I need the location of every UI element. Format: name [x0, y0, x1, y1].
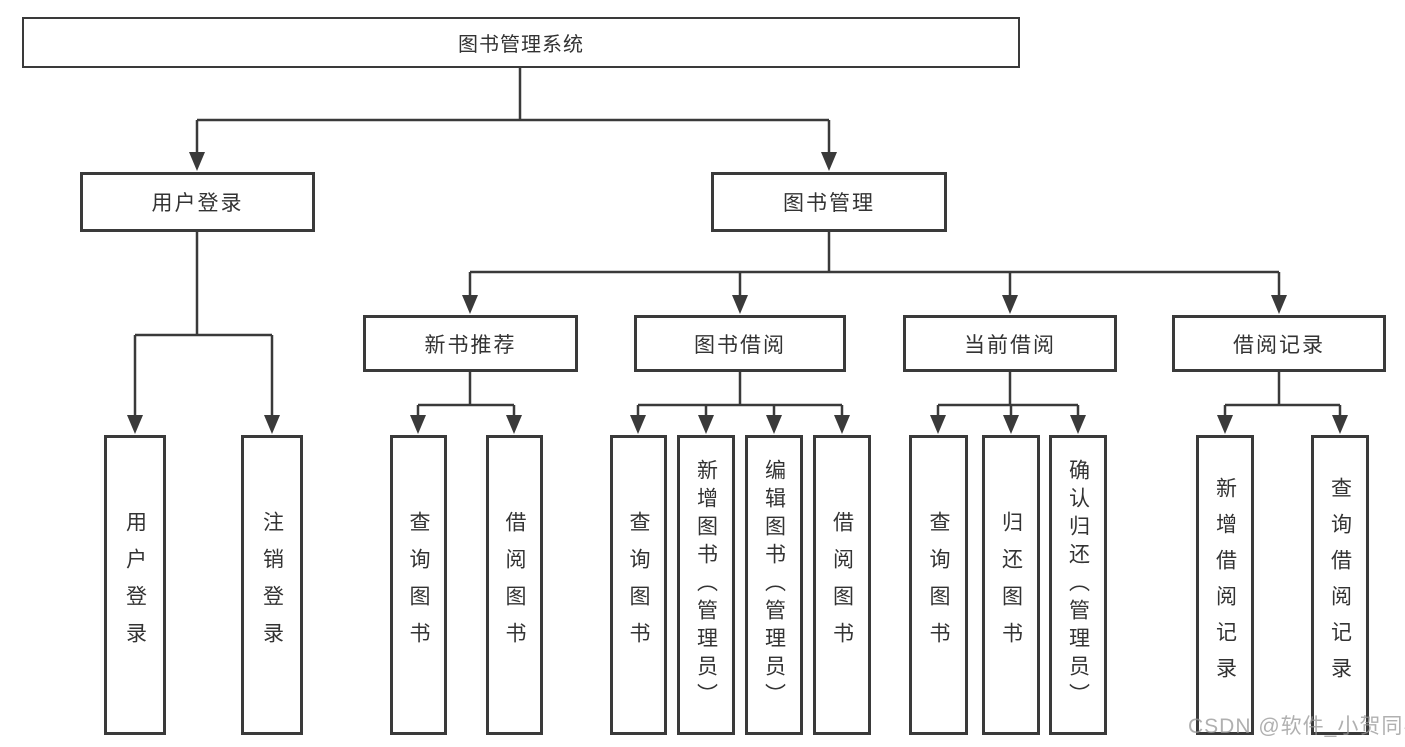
leaf-borrowing-query-books: 查询图书 — [610, 435, 667, 735]
node-user-login: 用户登录 — [80, 172, 315, 232]
leaf-logout-login-label: 注销登录 — [260, 511, 284, 659]
csdn-watermark: CSDN @软件_小贺同学 — [1188, 715, 1405, 738]
leaf-edit-books-admin: 编辑图书（管理员） — [745, 435, 803, 735]
leaf-query-borrow-record: 查询借阅记录 — [1311, 435, 1369, 735]
node-book-management: 图书管理 — [711, 172, 947, 232]
leaf-borrowing-query-books-label: 查询图书 — [627, 511, 650, 659]
leaf-recommend-borrow-books: 借阅图书 — [486, 435, 543, 735]
node-current-borrowing: 当前借阅 — [903, 315, 1117, 372]
leaf-logout-login: 注销登录 — [241, 435, 303, 735]
leaf-add-borrow-record-label: 新增借阅记录 — [1213, 477, 1237, 693]
node-user-login-label: 用户登录 — [151, 192, 244, 215]
leaf-confirm-return-admin: 确认归还（管理员） — [1049, 435, 1107, 735]
leaf-confirm-return-admin-label: 确认归还（管理员） — [1066, 459, 1090, 711]
leaf-recommend-query-books: 查询图书 — [390, 435, 447, 735]
node-new-book-recommend: 新书推荐 — [363, 315, 578, 372]
leaf-recommend-query-books-label: 查询图书 — [407, 511, 430, 659]
leaf-recommend-borrow-books-label: 借阅图书 — [503, 511, 526, 659]
leaf-query-borrow-record-label: 查询借阅记录 — [1328, 477, 1352, 693]
node-root-label: 图书管理系统 — [458, 34, 584, 56]
leaf-edit-books-admin-label: 编辑图书（管理员） — [762, 459, 786, 711]
leaf-add-borrow-record: 新增借阅记录 — [1196, 435, 1254, 735]
leaf-return-books-label: 归还图书 — [999, 511, 1023, 659]
node-root-system: 图书管理系统 — [22, 17, 1020, 68]
leaf-user-login-label: 用户登录 — [123, 511, 147, 659]
node-book-borrowing: 图书借阅 — [634, 315, 846, 372]
leaf-current-query-books-label: 查询图书 — [927, 511, 950, 659]
node-book-management-label: 图书管理 — [783, 192, 875, 215]
leaf-current-query-books: 查询图书 — [909, 435, 968, 735]
leaf-borrowing-borrow-books: 借阅图书 — [813, 435, 871, 735]
node-borrow-records-label: 借阅记录 — [1233, 333, 1325, 357]
leaf-user-login: 用户登录 — [104, 435, 166, 735]
leaf-add-books-admin: 新增图书（管理员） — [677, 435, 735, 735]
leaf-add-books-admin-label: 新增图书（管理员） — [694, 459, 718, 711]
node-new-book-recommend-label: 新书推荐 — [424, 333, 517, 357]
node-borrow-records: 借阅记录 — [1172, 315, 1386, 372]
leaf-borrowing-borrow-books-label: 借阅图书 — [830, 511, 854, 659]
leaf-return-books: 归还图书 — [982, 435, 1040, 735]
node-current-borrowing-label: 当前借阅 — [964, 333, 1056, 357]
node-book-borrowing-label: 图书借阅 — [694, 333, 786, 357]
